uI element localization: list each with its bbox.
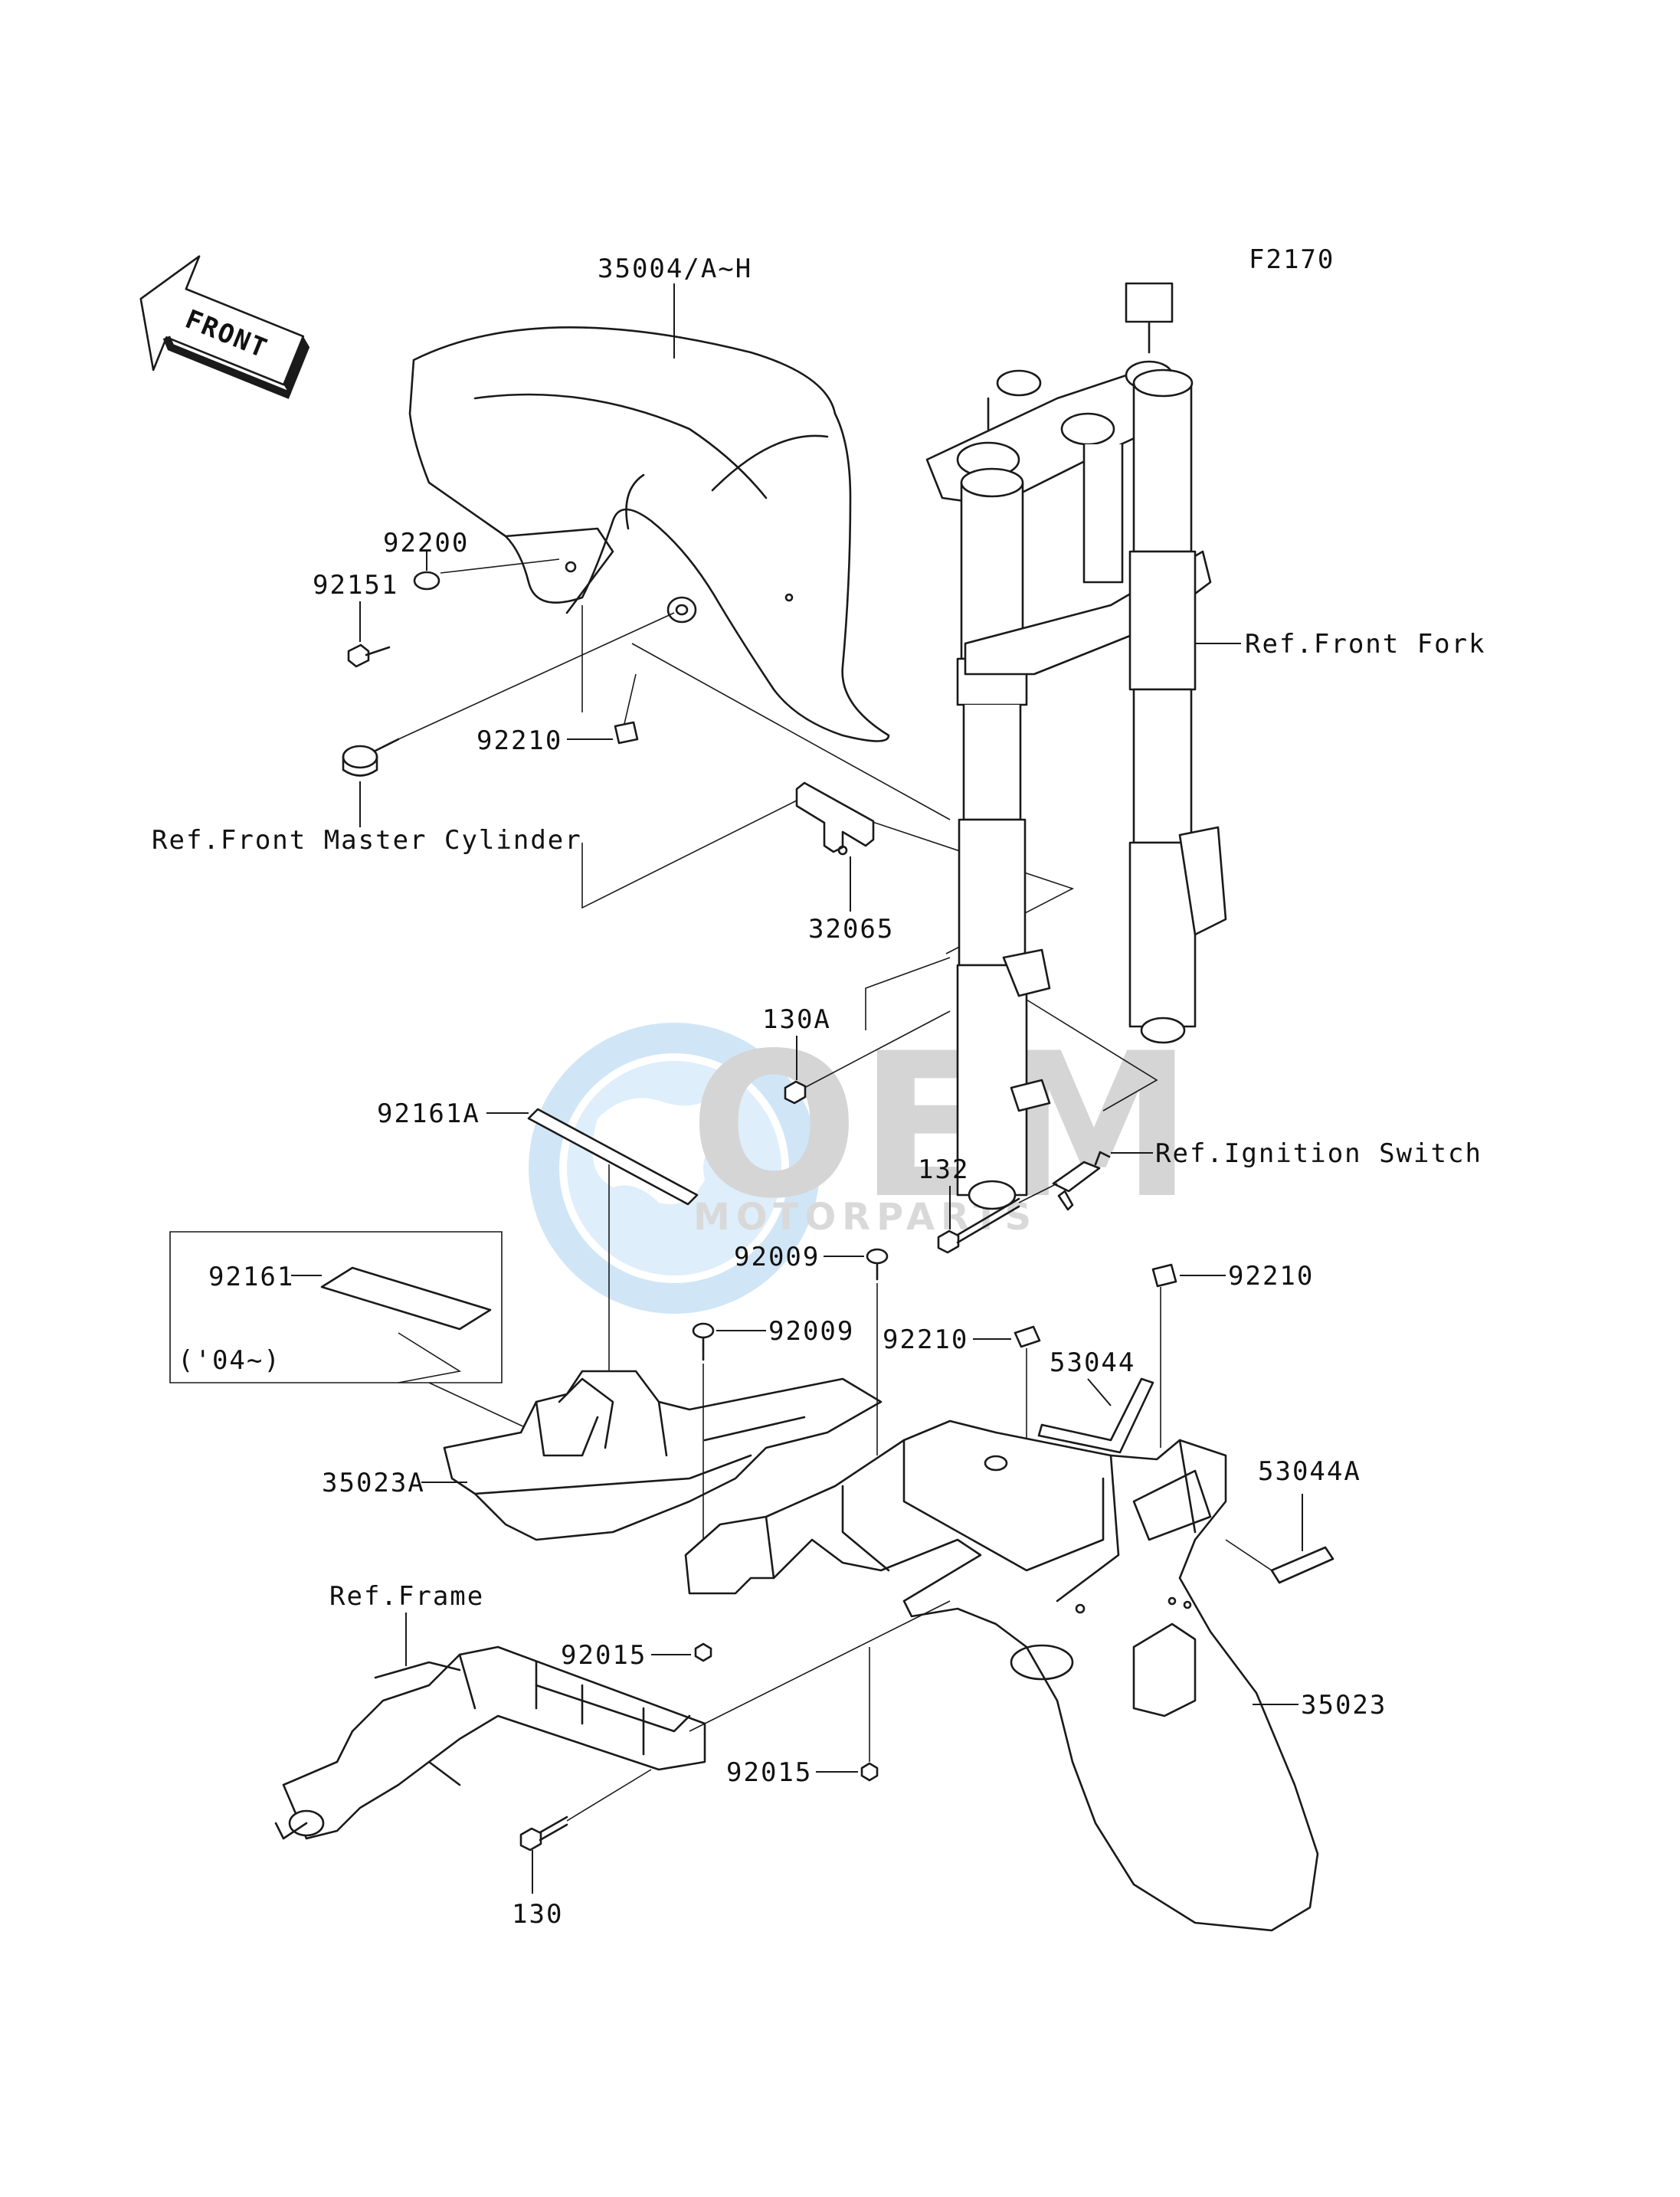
- bolt-92151-part: [347, 643, 391, 668]
- label-washer-92200: 92200: [383, 528, 469, 558]
- screw-92009-b-part: [866, 1248, 889, 1281]
- rear-fender-part: [684, 1419, 1319, 1932]
- label-nut-92210-a: 92210: [476, 725, 562, 756]
- label-year-note: ('04~): [178, 1345, 281, 1376]
- clip-nut-92210-c-part: [1151, 1263, 1177, 1288]
- clip-nut-92210-b-part: [1014, 1325, 1041, 1348]
- leader-wrench-53044: [1087, 1378, 1112, 1406]
- inset-box-2004: 92161 ('04~): [169, 1231, 503, 1383]
- nut-92015-a-part: [694, 1642, 712, 1662]
- label-pad-92161A: 92161A: [377, 1098, 480, 1129]
- tube-53044A-part: [1270, 1546, 1335, 1584]
- cover-35023A-part: [443, 1370, 883, 1541]
- watermark-brand: OEM: [689, 1011, 1193, 1243]
- label-wrench-53044: 53044: [1050, 1347, 1135, 1378]
- label-bracket-32065: 32065: [808, 914, 894, 945]
- label-nut-92015-a: 92015: [561, 1640, 647, 1671]
- bolt-132-part: [937, 1197, 1020, 1254]
- washer-92200-part: [413, 571, 440, 591]
- front-direction-badge: FRONT: [139, 255, 310, 399]
- pad-92161A-part: [527, 1108, 699, 1206]
- label-cover-35023A: 35023A: [322, 1468, 425, 1498]
- label-screw-92009-a: 92009: [768, 1316, 854, 1347]
- wrench-53044-part: [1037, 1377, 1154, 1454]
- assembly-line-banjo: [398, 612, 675, 740]
- assembly-line-130: [566, 1769, 652, 1822]
- assembly-line-nut-a: [624, 673, 637, 725]
- front-fork-assembly: [925, 282, 1227, 1210]
- frame-part: [274, 1645, 706, 1840]
- assembly-line-53044A: [1225, 1539, 1272, 1571]
- label-front-fender: 35004/A~H: [598, 254, 752, 284]
- assembly-line-frame: [689, 1600, 951, 1732]
- diagram-code: F2170: [1249, 244, 1335, 275]
- ignition-switch-bracket-part: [1052, 1151, 1111, 1211]
- assembly-line-inset: [428, 1382, 537, 1433]
- label-bolt-130: 130: [512, 1899, 563, 1930]
- label-nut-92210-b: 92210: [883, 1324, 968, 1355]
- bolt-130A-part: [784, 1080, 807, 1105]
- assembly-line-130A: [804, 1010, 951, 1089]
- master-cylinder-banjo-part: [342, 738, 400, 777]
- fender-grommet-part: [666, 596, 697, 624]
- label-nut-92015-b: 92015: [726, 1757, 812, 1788]
- assembly-lines-fork-bracket: [865, 957, 1158, 1112]
- clip-nut-92210-a-part: [614, 721, 639, 745]
- label-bolt-130A: 130A: [762, 1004, 831, 1035]
- label-pad-92161: 92161: [208, 1262, 294, 1292]
- label-bolt-132: 132: [918, 1154, 969, 1185]
- label-tube-53044A: 53044A: [1258, 1456, 1361, 1487]
- screw-92009-a-part: [692, 1322, 715, 1361]
- label-front-fork: Ref.Front Fork: [1245, 629, 1486, 660]
- label-ignition-switch: Ref.Ignition Switch: [1155, 1138, 1482, 1169]
- front-fender-part: [408, 326, 890, 742]
- label-screw-92009-b: 92009: [734, 1242, 820, 1272]
- nut-92015-b-part: [860, 1762, 879, 1782]
- label-bolt-92151: 92151: [313, 570, 398, 601]
- label-rear-fender: 35023: [1301, 1690, 1387, 1721]
- assembly-line-132: [1018, 1183, 1058, 1203]
- label-nut-92210-c: 92210: [1228, 1261, 1314, 1292]
- bracket-32065-part: [795, 781, 875, 856]
- label-front-master-cylinder: Ref.Front Master Cylinder: [152, 825, 582, 856]
- assembly-line-washer: [440, 558, 560, 574]
- label-frame: Ref.Frame: [329, 1581, 484, 1612]
- bolt-130-part: [519, 1816, 568, 1852]
